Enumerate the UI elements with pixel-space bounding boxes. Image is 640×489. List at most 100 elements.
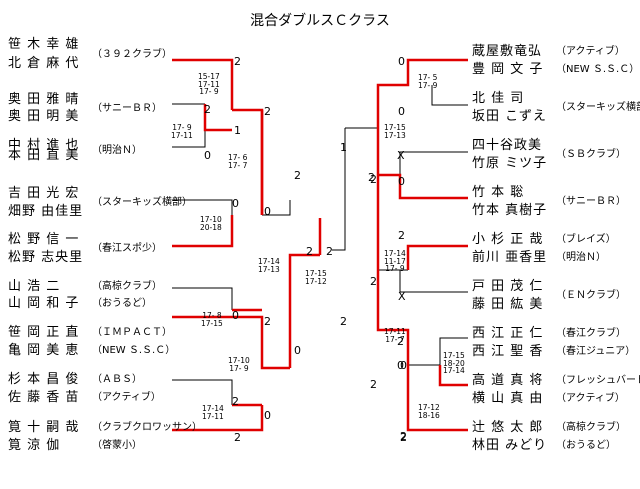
player-name: 奥 田 雅 晴 (8, 92, 80, 107)
match-score: 0 (398, 55, 405, 68)
player-name: 笹 木 幸 雄 (8, 37, 80, 52)
match-score: 0 (400, 359, 407, 372)
player-name: 辻 悠 太 郎 (472, 420, 544, 435)
set-score: 17- 8 17-15 (201, 311, 223, 328)
club-name: （高椋クラブ） (556, 422, 626, 433)
match-score: 2 (400, 430, 407, 443)
club-name: （サニーＢＲ） (556, 196, 626, 207)
club-name: （スターキッズ横部） (556, 102, 640, 113)
club-name: （アクティブ） (556, 393, 625, 404)
set-score: 17-15 18-20 17-14 (443, 351, 465, 375)
player-name: 小 杉 正 哉 (472, 232, 544, 247)
player-name: 佐 藤 香 苗 (8, 390, 80, 405)
match-score: 2 (326, 245, 333, 258)
set-score: 17-15 17-13 (384, 123, 406, 140)
player-name: 筧 涼 伽 (8, 438, 61, 453)
match-score: 0 (204, 149, 211, 162)
player-name: 西 江 正 仁 (472, 326, 544, 341)
set-score: 17-14 11-17 17- 9 (384, 249, 406, 273)
match-score: 0 (264, 205, 271, 218)
player-name: 竹本 真樹子 (472, 203, 548, 218)
player-name: 本 田 直 美 (8, 148, 80, 163)
set-score: 17- 6 17- 7 (228, 153, 248, 170)
club-name: （クラブクロワッサン） (92, 422, 202, 433)
player-name: 畑野 由佳里 (8, 204, 84, 219)
club-name: （ＡＢＳ） (92, 374, 142, 385)
club-name: （３９２クラブ） (92, 48, 172, 60)
match-score: 2 (294, 169, 301, 182)
player-name: 坂田 こずえ (472, 109, 547, 124)
player-name: 亀 岡 美 恵 (8, 343, 80, 358)
match-score: X (398, 290, 406, 303)
club-name: （サニーＢＲ） (92, 102, 162, 114)
match-score: 2 (264, 105, 271, 118)
club-name: （春江クラブ） (556, 328, 626, 339)
player-name: 豊 岡 文 子 (472, 62, 544, 77)
set-score: 17-11 17- 7 (384, 327, 406, 344)
player-name: 竹原 ミツ子 (472, 156, 548, 171)
page-title: 混合ダブルスＣクラス (250, 13, 390, 29)
match-score: 0 (398, 175, 405, 188)
match-score: 2 (232, 395, 239, 408)
match-score: 2 (340, 315, 347, 328)
match-score: 2 (368, 171, 375, 184)
club-name: （おうるど） (556, 440, 616, 451)
player-name: 奥 田 明 美 (8, 109, 80, 124)
player-name: 横 山 真 由 (472, 391, 544, 406)
club-name: （スターキッズ横部） (92, 197, 192, 208)
player-name: 北 佳 司 (472, 91, 525, 106)
club-name: （おうるど） (92, 298, 152, 309)
club-name: （NEW Ｓ.Ｓ.Ｃ） (556, 64, 640, 75)
player-name: 筧 十 嗣 哉 (8, 420, 80, 435)
set-score: 17-10 20-18 (200, 215, 222, 232)
club-name: （ブレイズ） (556, 234, 616, 245)
set-score: 17-12 18-16 (418, 403, 440, 420)
match-score: 2 (400, 431, 407, 444)
player-name: 吉 田 光 宏 (8, 186, 80, 201)
club-name: （NEW Ｓ.Ｓ.Ｃ） (92, 345, 176, 356)
club-name: （高椋クラブ） (92, 281, 162, 292)
player-name: 北 倉 麻 代 (8, 56, 80, 71)
player-name: 蔵屋敷竜弘 (472, 44, 543, 59)
match-score: 2 (264, 315, 271, 328)
club-name: （フレッシュバード） (556, 375, 640, 386)
match-score: 2 (370, 173, 377, 186)
club-name: （ＩＭＰＡＣＴ） (92, 327, 172, 338)
match-score: 2 (234, 55, 241, 68)
player-name: 松野 志央里 (8, 250, 84, 265)
match-score: 0 (264, 409, 271, 422)
match-score: 2 (234, 431, 241, 444)
club-name: （春江スポ少） (92, 243, 162, 254)
player-name: 林田 みどり (472, 438, 548, 453)
match-score: 2 (397, 335, 404, 348)
player-name: 竹 本 聡 (472, 185, 525, 200)
match-score: 0 (232, 197, 239, 210)
set-score: 17-14 17-11 (202, 404, 224, 421)
club-name: （アクティブ） (556, 46, 625, 57)
match-score: 2 (204, 103, 211, 116)
club-name: （明治Ｎ） (92, 145, 142, 156)
player-name: 笹 岡 正 直 (8, 325, 80, 340)
club-name: （アクティブ） (92, 392, 161, 403)
match-score: 2 (398, 229, 405, 242)
set-score: 17- 5 17- 9 (418, 73, 438, 90)
match-score: 0 (294, 344, 301, 357)
player-name: 山 浩 二 (8, 279, 61, 294)
match-score: 2 (370, 378, 377, 391)
player-name: 戸 田 茂 仁 (472, 279, 544, 294)
match-score: X (397, 149, 405, 162)
player-name: 西 江 聖 香 (472, 344, 544, 359)
match-score: 0 (232, 309, 239, 322)
player-name: 四十谷政美 (472, 138, 543, 153)
player-name: 前川 亜香里 (472, 250, 548, 265)
set-score: 17- 9 17-11 (171, 123, 193, 140)
player-name: 杉 本 昌 俊 (8, 372, 80, 387)
set-score: 17-10 17- 9 (228, 356, 250, 373)
club-name: （春江ジュニア） (556, 346, 636, 357)
club-name: （啓蒙小） (92, 440, 142, 451)
set-score: 17-15 17-12 (305, 269, 327, 286)
set-score: 17-14 17-13 (258, 257, 280, 274)
match-score: 0 (397, 359, 404, 372)
player-name: 松 野 信 一 (8, 232, 80, 247)
